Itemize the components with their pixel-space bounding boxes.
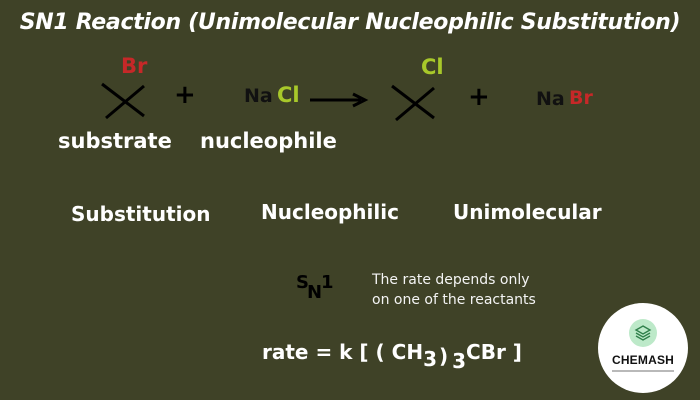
plus-sign: + [174, 80, 196, 110]
note-line-1: The rate depends only [372, 272, 530, 288]
sn1-one: 1 [321, 272, 334, 293]
sodium-label: Na [244, 85, 273, 107]
substrate-label: substrate [58, 129, 172, 153]
note-line-2: on one of the reactants [372, 292, 536, 308]
nucleophile-label: nucleophile [200, 129, 337, 153]
product-sodium-label: Na [536, 88, 565, 110]
term-unimolecular: Unimolecular [453, 200, 602, 224]
rate-sub-2: 3 [452, 349, 467, 373]
rate-close-paren: ) [438, 344, 449, 368]
rate-prefix: rate = k [ ( CH [262, 340, 424, 364]
rate-suffix: CBr ] [466, 340, 522, 364]
substrate-skeleton [101, 82, 145, 120]
sn1-symbol: S N 1 [296, 270, 346, 304]
reaction-arrow-icon [310, 92, 369, 108]
term-nucleophilic: Nucleophilic [261, 200, 399, 224]
layers-icon [629, 319, 657, 347]
chemash-logo: CHEMASH [598, 303, 688, 393]
chlorine-label: Cl [277, 83, 300, 107]
plus-sign: + [468, 82, 490, 112]
logo-tagline-line [612, 370, 674, 372]
rate-equation: rate = k [ ( CH3)3CBr ] [262, 340, 522, 373]
sn1-n: N [307, 282, 323, 303]
logo-name: CHEMASH [611, 353, 675, 367]
page-title: SN1 Reaction (Unimolecular Nucleophilic … [19, 10, 681, 35]
term-substitution: Substitution [71, 202, 211, 226]
product-chlorine-label: Cl [421, 55, 444, 79]
product-bromine-label: Br [569, 87, 593, 109]
bromine-atom-label: Br [121, 54, 148, 78]
sn1-s: S [296, 272, 309, 293]
product-skeleton [391, 84, 435, 122]
rate-sub-1: 3 [423, 347, 437, 371]
